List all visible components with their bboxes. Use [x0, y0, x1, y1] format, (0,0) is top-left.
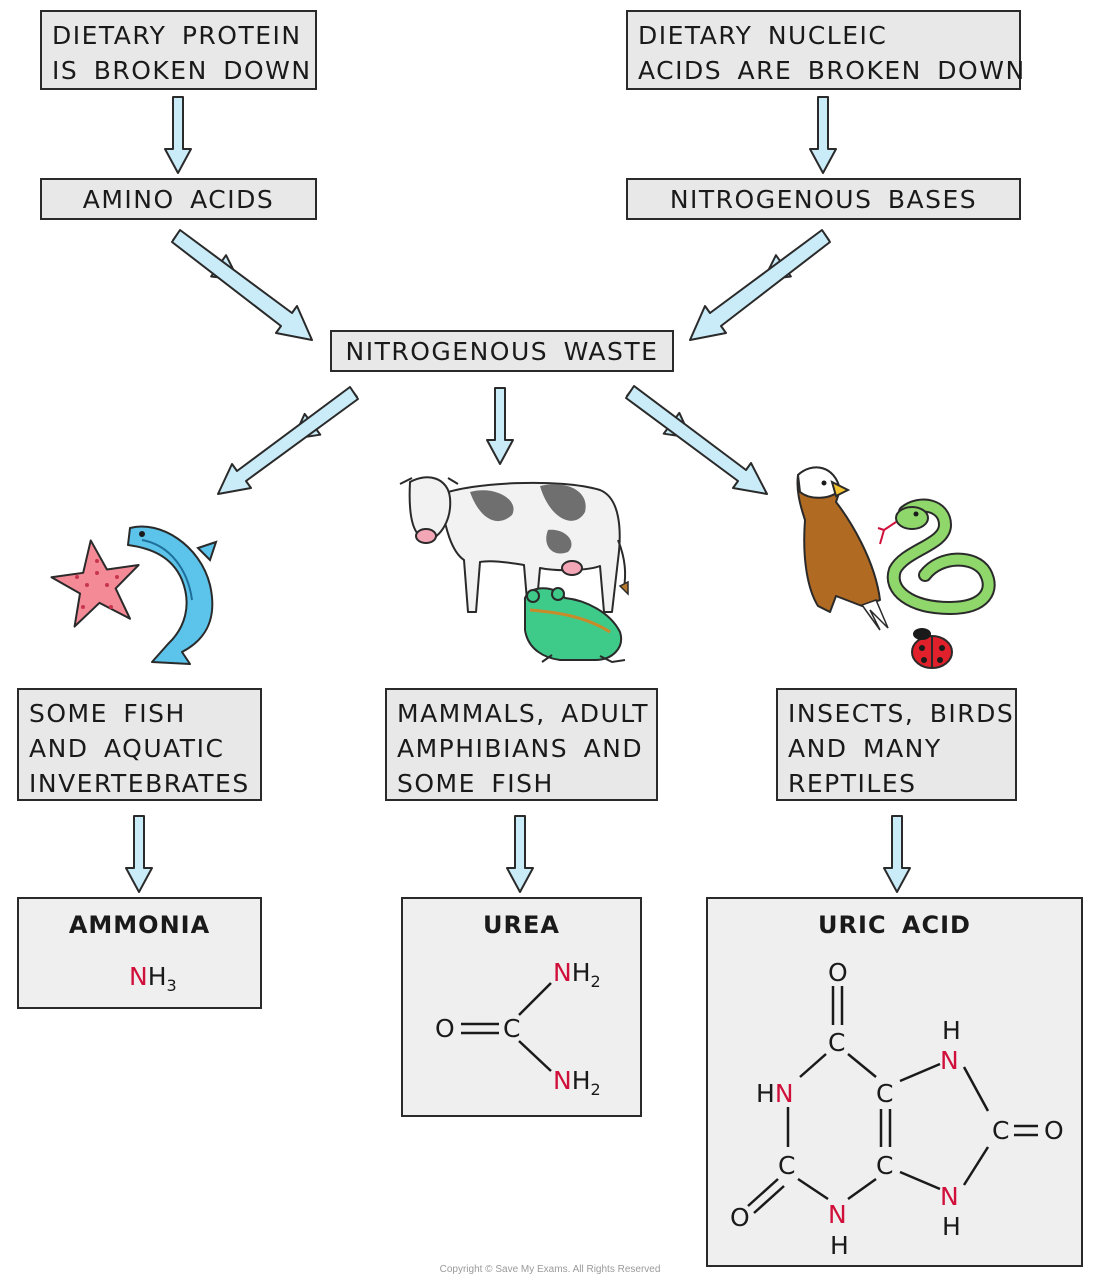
ammonia-title: AMMONIA [68, 911, 211, 939]
nitrogenous-bases-box: NITROGENOUS BASES [626, 178, 1021, 220]
cow-icon [399, 476, 629, 613]
diag-arrow-right-branch [625, 385, 768, 495]
uric-acid-title: URIC ACID [818, 911, 971, 939]
nitrogenous-waste-label: NITROGENOUS WASTE [345, 336, 659, 366]
insects-group-box: INSECTS, BIRDS AND MANY REPTILES [776, 688, 1017, 801]
protein-box: DIETARY PROTEIN IS BROKEN DOWN [40, 10, 317, 90]
svg-text:NH2: NH2 [553, 1066, 601, 1099]
mammals-group-box: MAMMALS, ADULT AMPHIBIANS AND SOME FISH [385, 688, 658, 801]
uric-h-bottom-right: H [942, 1212, 961, 1241]
svg-text:N: N [940, 1182, 959, 1211]
uric-acid-structure: O C HN C C C O N H H N C O N H [730, 958, 1064, 1260]
insects-line-3: REPTILES [788, 769, 917, 798]
insects-line-1: INSECTS, BIRDS [788, 699, 1015, 728]
uric-n-left: N [775, 1079, 794, 1108]
nitrogenous-bases-label: NITROGENOUS BASES [669, 184, 978, 214]
aquatic-line-2: AND AQUATIC [29, 734, 225, 763]
uric-n-bottom: N [828, 1200, 847, 1229]
uric-c-left-bottom: C [778, 1151, 795, 1180]
starfish-icon [50, 539, 140, 628]
svg-text:NH2: NH2 [553, 958, 601, 991]
ammonia-formula: NH3 [129, 962, 177, 995]
ladybird-icon [911, 628, 953, 669]
ammonia-h: H [148, 962, 167, 991]
urea-sub-top: 2 [591, 972, 601, 991]
nucleic-box: DIETARY NUCLEIC ACIDS ARE BROKEN DOWN [626, 10, 1026, 90]
copyright-notice: Copyright © Save My Exams. All Rights Re… [439, 1264, 661, 1275]
nucleic-line-1: DIETARY NUCLEIC [638, 21, 888, 50]
fish-icon [127, 525, 218, 665]
uric-c-right: C [992, 1116, 1009, 1145]
urea-h-bottom: H [572, 1066, 591, 1095]
mammals-line-2: AMPHIBIANS AND [397, 734, 644, 763]
uric-c-top: C [828, 1028, 845, 1057]
uric-acid-box: URIC ACID [706, 897, 1083, 1267]
diag-arrow-left-branch [217, 386, 359, 495]
eagle-icon [796, 466, 889, 631]
snake-icon [877, 498, 996, 616]
uric-c-mid-bottom: C [876, 1151, 893, 1180]
uric-h-left: H [756, 1079, 775, 1108]
protein-line-2: IS BROKEN DOWN [52, 56, 312, 85]
urea-sub-bottom: 2 [591, 1080, 601, 1099]
aquatic-group-box: SOME FISH AND AQUATIC INVERTEBRATES [17, 688, 262, 801]
uric-n-top-right: N [940, 1046, 959, 1075]
urea-structure: O C NH2 NH2 [435, 958, 601, 1099]
insects-line-2: AND MANY [788, 734, 942, 763]
uric-h-bottom: H [830, 1231, 849, 1260]
protein-line-1: DIETARY PROTEIN [52, 21, 302, 50]
urea-n-bottom: N [553, 1066, 572, 1095]
uric-o-right: O [1044, 1116, 1064, 1145]
urea-c: C [503, 1014, 520, 1043]
uric-o-bottom: O [730, 1203, 750, 1232]
amino-acids-box: AMINO ACIDS [40, 178, 317, 220]
urea-o: O [435, 1014, 455, 1043]
svg-text:N: N [828, 1200, 847, 1229]
mammals-line-1: MAMMALS, ADULT [397, 699, 650, 728]
svg-text:N: N [940, 1046, 959, 1075]
diag-arrow-amino [171, 229, 313, 341]
svg-text:NH3: NH3 [129, 962, 177, 995]
diag-arrow-bases [689, 229, 831, 341]
uric-o-top: O [828, 958, 848, 987]
svg-text:HN: HN [756, 1079, 794, 1108]
urea-h-top: H [572, 958, 591, 987]
amino-acids-label: AMINO ACIDS [82, 184, 275, 214]
ammonia-box: AMMONIA NH3 [17, 897, 262, 1009]
uric-h-top-right: H [942, 1016, 961, 1045]
aquatic-line-3: INVERTEBRATES [29, 769, 250, 798]
mammals-line-3: SOME FISH [397, 769, 554, 798]
urea-n-top: N [553, 958, 572, 987]
urea-title: UREA [483, 911, 560, 939]
urea-box: UREA O C NH2 NH2 [401, 897, 642, 1117]
ammonia-n: N [129, 962, 148, 991]
uric-c-mid-top: C [876, 1079, 893, 1108]
nucleic-line-2: ACIDS ARE BROKEN DOWN [638, 56, 1026, 85]
nitrogenous-waste-box: NITROGENOUS WASTE [330, 330, 674, 372]
uric-n-bottom-right: N [940, 1182, 959, 1211]
aquatic-line-1: SOME FISH [29, 699, 186, 728]
ammonia-sub: 3 [167, 976, 177, 995]
frog-icon [524, 587, 626, 664]
